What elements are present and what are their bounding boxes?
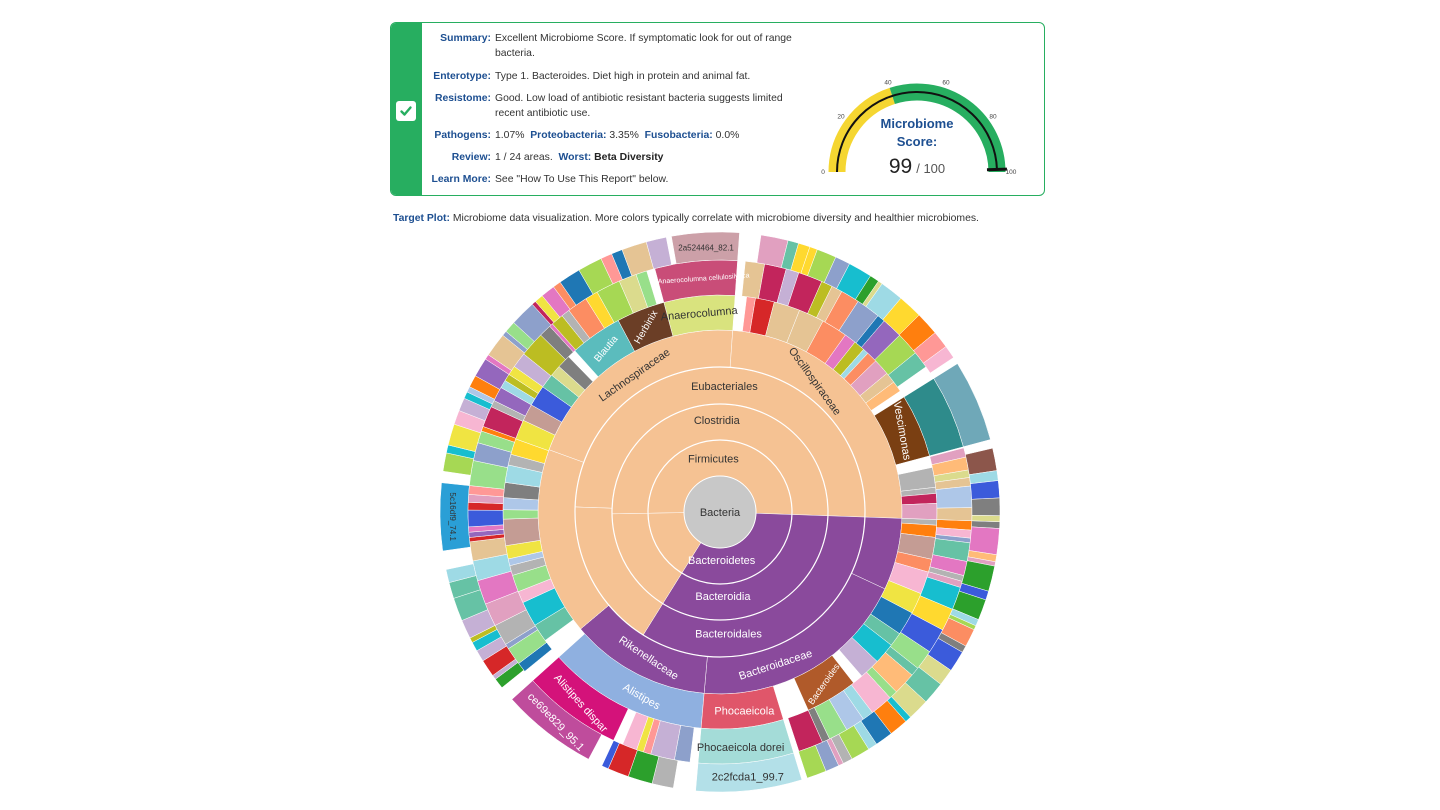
- target-plot-label: Target Plot:: [393, 213, 450, 224]
- learn-more-value[interactable]: See "How To Use This Report" below.: [495, 174, 669, 185]
- sunburst-label: 5c16df9_74.1: [448, 492, 457, 541]
- gauge-tick-label: 100: [1006, 169, 1017, 176]
- sunburst-label: Clostridia: [694, 415, 741, 427]
- gauge-needle: [986, 167, 1008, 172]
- sunburst-segment[interactable]: [601, 740, 620, 770]
- sunburst-ring-divider: [574, 366, 866, 658]
- sunburst-segment[interactable]: [970, 480, 1000, 500]
- proteobacteria-value: 3.35%: [609, 130, 639, 141]
- sunburst-label: Firmicutes: [688, 453, 739, 465]
- target-plot-description: Microbiome data visualization. More colo…: [452, 213, 979, 224]
- resistome-label: Resistome:: [434, 93, 491, 104]
- gauge-score: 99 / 100: [889, 155, 945, 178]
- gauge-tick-label: 20: [837, 114, 845, 121]
- sunburst-segment[interactable]: [936, 507, 973, 522]
- summary-card: Summary: Excellent Microbiome Score. If …: [390, 22, 1045, 196]
- resistome-value: Good. Low load of antibiotic resistant b…: [495, 93, 783, 119]
- sunburst-segment[interactable]: [467, 509, 504, 528]
- fusobacteria-value: 0.0%: [715, 130, 740, 141]
- sunburst-label: 2c2fcda1_99.7: [712, 772, 784, 784]
- worst-value: Beta Diversity: [594, 152, 664, 163]
- enterotype-label: Enterotype:: [433, 71, 491, 82]
- sunburst-segment[interactable]: [935, 485, 973, 509]
- sunburst-segment[interactable]: [971, 515, 1000, 523]
- sunburst-segment-2a524464[interactable]: [671, 232, 740, 265]
- sunburst-ring-divider: [611, 403, 829, 621]
- pathogens-label: Pathogens:: [434, 130, 491, 141]
- sunburst-label: Bacteroidales: [695, 629, 762, 641]
- learn-more-label: Learn More:: [431, 174, 491, 185]
- gauge-yellow-band: [828, 87, 896, 173]
- sunburst-segment[interactable]: [965, 447, 998, 475]
- sunburst-ring-divider: [647, 439, 793, 585]
- sunburst-label: 2a524464_82.1: [678, 243, 734, 252]
- sunburst-center-label: Bacteria: [700, 507, 741, 519]
- sunburst-label: Bacteroidetes: [688, 555, 756, 567]
- gauge-tick-label: 0: [821, 169, 825, 176]
- sunburst-segment-2c2fcda1[interactable]: [695, 752, 803, 792]
- sunburst-segment-ce69e829[interactable]: [511, 680, 603, 760]
- microbiome-score-gauge: 0 20 40 60 80 100 Microbiome Score: 99 / 100: [821, 80, 1017, 178]
- sunburst-segment[interactable]: [645, 236, 672, 270]
- gauge-title-line1: Microbiome: [881, 116, 954, 131]
- target-plot-caption: Target Plot: Microbiome data visualizati…: [393, 212, 979, 226]
- sunburst-label: Phocaeicola: [714, 706, 775, 718]
- gauge-tick-label: 80: [989, 114, 997, 121]
- check-icon: [396, 101, 416, 121]
- sunburst-label: Phocaeicola dorei: [697, 742, 784, 754]
- gauge-tick-label: 60: [942, 80, 950, 87]
- gauge-tick-label: 40: [884, 80, 892, 87]
- gauge-score-value: 99: [889, 155, 912, 178]
- gauge-score-arc: [836, 90, 998, 173]
- sunburst-label: Eubacteriales: [691, 381, 758, 393]
- gauge-score-max: / 100: [916, 161, 945, 176]
- sunburst-segment[interactable]: [798, 744, 827, 779]
- pathogens-value: 1.07%: [495, 130, 525, 141]
- worst-label: Worst:: [558, 152, 592, 163]
- fusobacteria-label: Fusobacteria:: [644, 130, 713, 141]
- pathogens-values: 1.07% Proteobacteria: 3.35% Fusobacteria…: [495, 128, 795, 143]
- sunburst-segment[interactable]: [922, 346, 954, 374]
- sunburst-label: Bacteroidia: [695, 591, 751, 603]
- proteobacteria-label: Proteobacteria:: [530, 130, 607, 141]
- summary-value: Excellent Microbiome Score. If symptomat…: [495, 33, 792, 59]
- review-value: 1 / 24 areas.: [495, 152, 553, 163]
- sunburst-segment[interactable]: [933, 363, 991, 448]
- sunburst-segment[interactable]: [445, 563, 477, 583]
- gauge-title-line2: Score:: [897, 134, 937, 149]
- sunburst-segment[interactable]: [971, 497, 1000, 516]
- review-label: Review:: [451, 152, 491, 163]
- sunburst-center[interactable]: [683, 475, 757, 549]
- sunburst-segment[interactable]: [901, 503, 938, 520]
- review-values: 1 / 24 areas. Worst: Beta Diversity: [495, 150, 795, 165]
- sunburst-segment[interactable]: [502, 509, 539, 520]
- sunburst-segment[interactable]: [968, 526, 1000, 556]
- summary-label: Summary:: [440, 33, 491, 44]
- enterotype-value: Type 1. Bacteroides. Diet high in protei…: [495, 71, 751, 82]
